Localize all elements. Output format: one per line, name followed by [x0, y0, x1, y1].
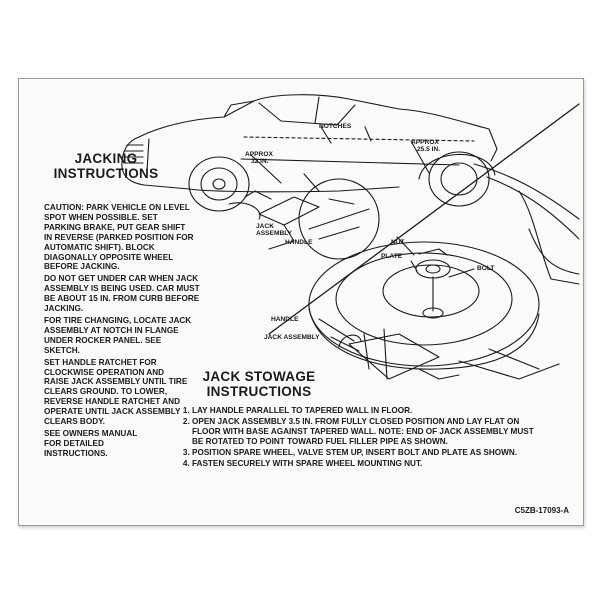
label-approx-rear: APPROX 25.5 IN. — [411, 139, 441, 154]
label-jack-assembly-top: JACK ASSEMBLY — [256, 223, 293, 238]
label-jack-assembly-bottom: JACK ASSEMBLY — [264, 334, 320, 341]
label-handle-bottom: HANDLE — [271, 316, 299, 323]
stowage-step: FASTEN SECURELY WITH SPARE WHEEL MOUNTIN… — [192, 459, 537, 469]
caution-paragraph: SEE OWNERS MANUAL FOR DETAILED INSTRUCTI… — [44, 428, 138, 458]
caution-instructions: CAUTION: PARK VEHICLE ON LEVEL SPOT WHEN… — [44, 203, 294, 461]
car-drawing — [121, 94, 498, 260]
label-bolt: BOLT — [477, 265, 495, 272]
caution-paragraph: CAUTION: PARK VEHICLE ON LEVEL SPOT WHEN… — [44, 203, 194, 272]
part-number: C5ZB-17093-A — [514, 506, 569, 515]
label-approx-front: APPROX 32 IN. — [245, 151, 273, 166]
jack-instruction-decal: JACKING INSTRUCTIONS CAUTION: PARK VEHIC… — [18, 78, 584, 526]
caution-paragraph: FOR TIRE CHANGING, LOCATE JACK ASSEMBLY … — [44, 315, 192, 355]
caution-paragraph: SET HANDLE RATCHET FOR CLOCKWISE OPERATI… — [44, 357, 188, 427]
label-plate: PLATE — [381, 253, 403, 260]
jacking-title: JACKING INSTRUCTIONS — [53, 151, 159, 181]
stowage-step: POSITION SPARE WHEEL, VALVE STEM UP, INS… — [192, 448, 537, 458]
jacking-illustration — [121, 94, 580, 380]
stowage-title: JACK STOWAGE INSTRUCTIONS — [202, 369, 316, 399]
caution-paragraph: DO NOT GET UNDER CAR WHEN JACK ASSEMBLY … — [44, 274, 200, 314]
stowage-step: OPEN JACK ASSEMBLY 3.5 IN. FROM FULLY CL… — [192, 417, 537, 447]
label-notches: NOTCHES — [319, 123, 352, 130]
stowage-steps: LAY HANDLE PARALLEL TO TAPERED WALL IN F… — [177, 406, 537, 469]
label-handle-top: HANDLE — [285, 239, 313, 246]
label-nut: NUT — [391, 239, 405, 246]
spare-wheel-drawing — [308, 236, 560, 380]
stowage-step: LAY HANDLE PARALLEL TO TAPERED WALL IN F… — [192, 406, 537, 416]
